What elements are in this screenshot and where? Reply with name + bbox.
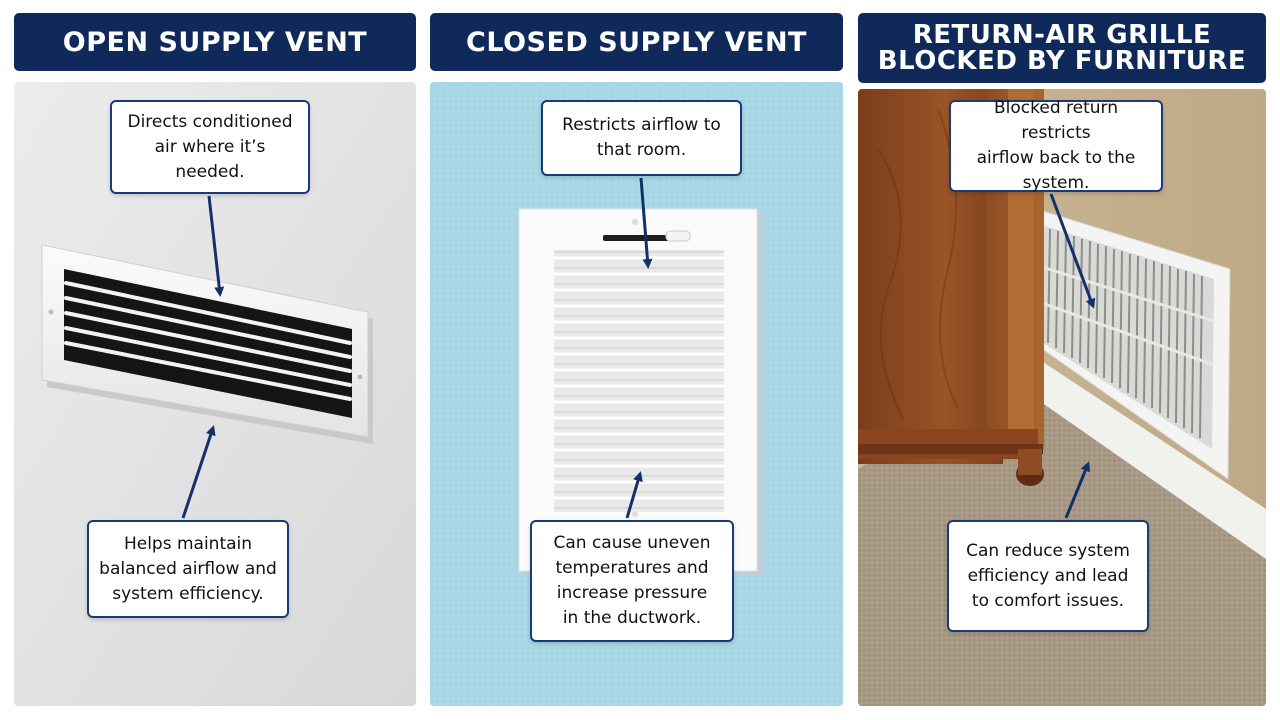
blocked-return-top-callout: Blocked return restricts airflow back to… <box>949 98 1163 193</box>
callout-line: Can reduce system <box>966 540 1130 561</box>
return-air-grille-header: RETURN-AIR GRILLE BLOCKED BY FURNITURE <box>858 13 1266 83</box>
closed-supply-vent-header: CLOSED SUPPLY VENT <box>430 13 843 71</box>
callout-line: needed. <box>175 161 245 182</box>
closed-vent-illustration <box>430 82 843 706</box>
callout-line: air where it’s <box>154 136 266 157</box>
callout-line: to comfort issues. <box>971 590 1125 611</box>
callout-line: in the ductwork. <box>562 608 702 628</box>
callout-line: Blocked return restricts <box>993 98 1118 143</box>
closed-vent-top-callout: Restricts airflow to that room. <box>541 100 742 176</box>
closed-vent-scene <box>430 82 843 706</box>
callout-line: that room. <box>596 140 687 160</box>
header-line: BLOCKED BY FURNITURE <box>877 46 1247 76</box>
header-line: RETURN-AIR GRILLE <box>912 20 1212 50</box>
callout-line: Can cause uneven <box>553 533 711 553</box>
callout-line: system. <box>1022 173 1090 193</box>
callout-line: increase pressure <box>556 583 708 603</box>
blocked-return-bottom-callout: Can reduce system efficiency and lead to… <box>947 520 1149 632</box>
callout-line: Helps maintain <box>123 533 253 554</box>
callout-line: Restricts airflow to <box>562 115 721 135</box>
closed-vent-bottom-callout: Can cause uneven temperatures and increa… <box>530 520 734 642</box>
callout-line: system efficiency. <box>112 583 264 604</box>
header-line: OPEN SUPPLY VENT <box>62 26 368 58</box>
callout-line: airflow back to the <box>976 148 1136 168</box>
callout-line: Directs conditioned <box>127 111 293 132</box>
open-vent-top-callout: Directs conditioned air where it’s neede… <box>110 100 310 194</box>
callout-line: efficiency and lead <box>967 565 1129 586</box>
open-supply-vent-header: OPEN SUPPLY VENT <box>14 13 416 71</box>
header-line: CLOSED SUPPLY VENT <box>466 26 807 58</box>
callout-line: balanced airflow and <box>99 558 277 579</box>
open-vent-bottom-callout: Helps maintain balanced airflow and syst… <box>87 520 289 618</box>
callout-line: temperatures and <box>555 558 709 578</box>
